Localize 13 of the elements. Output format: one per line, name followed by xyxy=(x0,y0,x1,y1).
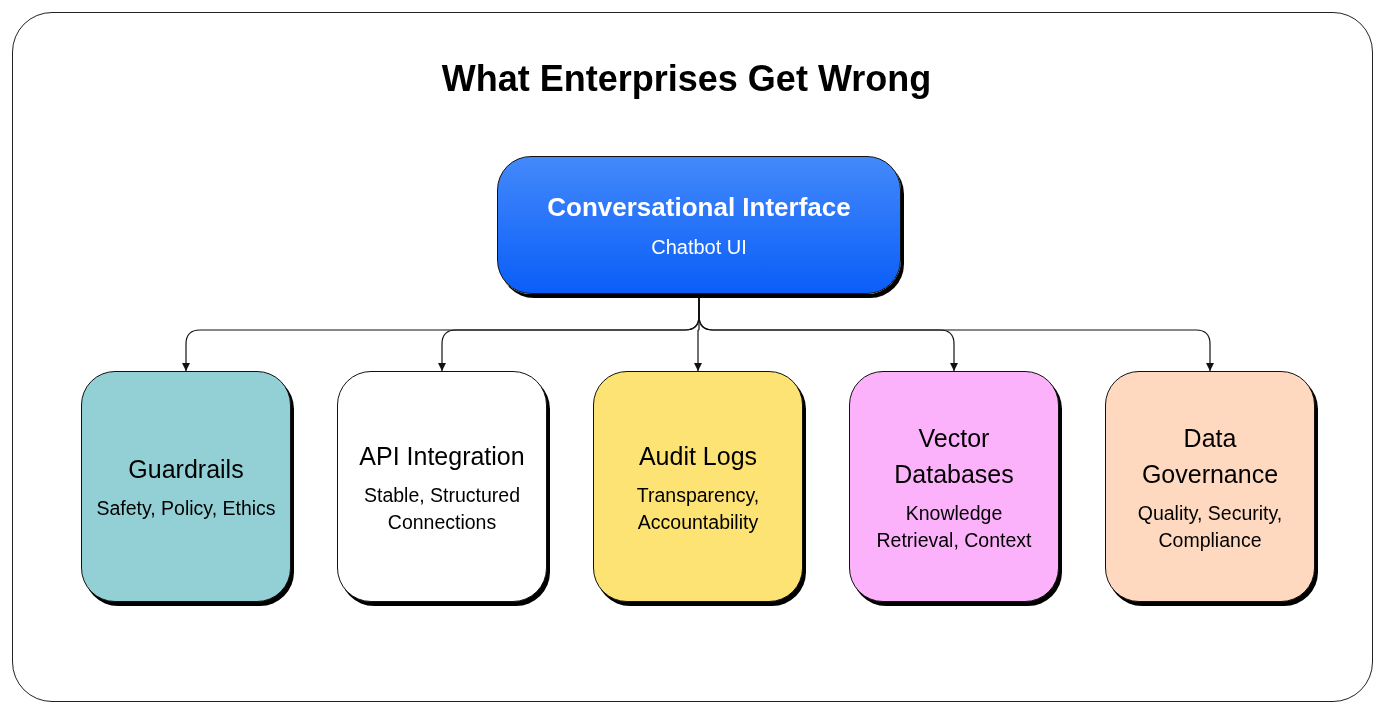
diagram-title: What Enterprises Get Wrong xyxy=(440,58,933,100)
box-description: Safety, Policy, Ethics xyxy=(96,496,276,522)
box-title: Guardrails xyxy=(128,454,244,486)
box-description: Knowledge Retrieval, Context xyxy=(875,501,1033,553)
box-description: Chatbot UI xyxy=(651,235,747,261)
box-description: Transparency, Accountability xyxy=(635,483,761,535)
box-title: Conversational Interface xyxy=(547,190,851,224)
box-title: API Integration xyxy=(359,441,525,473)
box-description: Quality, Security, Compliance xyxy=(1136,501,1284,553)
box-title: Vector Databases xyxy=(893,422,1015,491)
box-description: Stable, Structured Connections xyxy=(362,483,522,535)
box-title: Audit Logs xyxy=(638,441,758,473)
box-title: Data Governance xyxy=(1140,422,1280,491)
